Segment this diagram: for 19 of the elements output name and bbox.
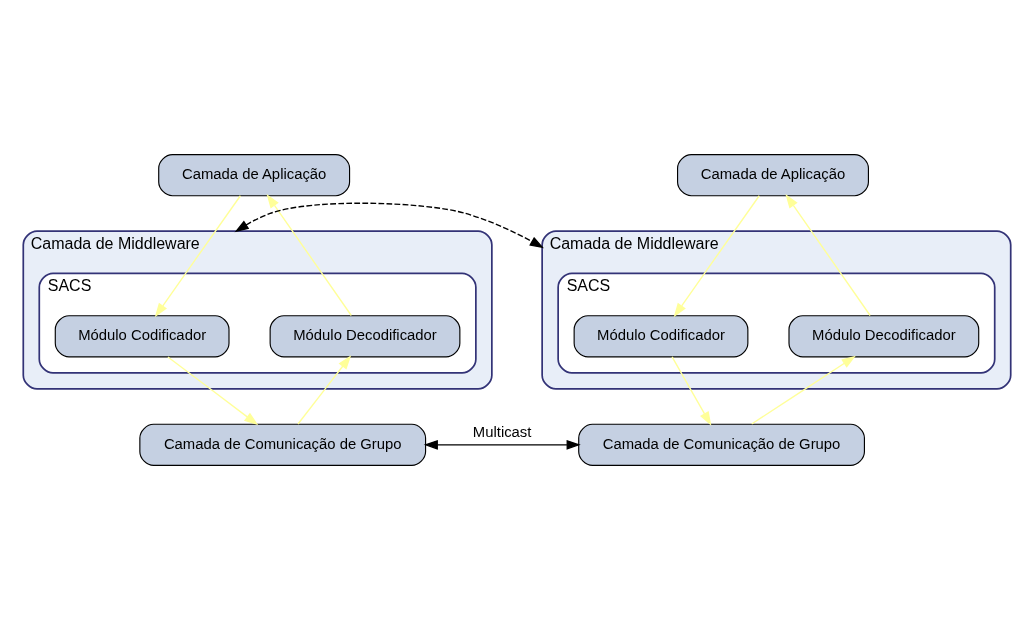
edge-label: Multicast bbox=[472, 423, 531, 440]
arrow bbox=[750, 355, 856, 425]
node-box: Camada de Comunicação de Grupo bbox=[138, 423, 426, 466]
node-box: Camada de Aplicação bbox=[676, 153, 869, 196]
node-box: Módulo Codificador bbox=[573, 314, 748, 357]
arrow bbox=[670, 355, 711, 426]
node-box: Camada de Aplicação bbox=[157, 153, 350, 196]
arrow bbox=[234, 202, 544, 248]
arrow bbox=[154, 194, 241, 317]
arrow bbox=[296, 354, 351, 425]
arrow bbox=[266, 193, 352, 316]
arrow bbox=[166, 355, 258, 425]
arrow bbox=[673, 194, 760, 317]
arrow bbox=[423, 439, 581, 450]
node-box: Módulo Decodificador bbox=[269, 314, 460, 357]
node-box: Módulo Decodificador bbox=[787, 314, 979, 357]
node-box: Camada de Comunicação de Grupo bbox=[577, 423, 865, 466]
arrow bbox=[784, 193, 871, 316]
node-box: Módulo Codificador bbox=[54, 314, 230, 357]
